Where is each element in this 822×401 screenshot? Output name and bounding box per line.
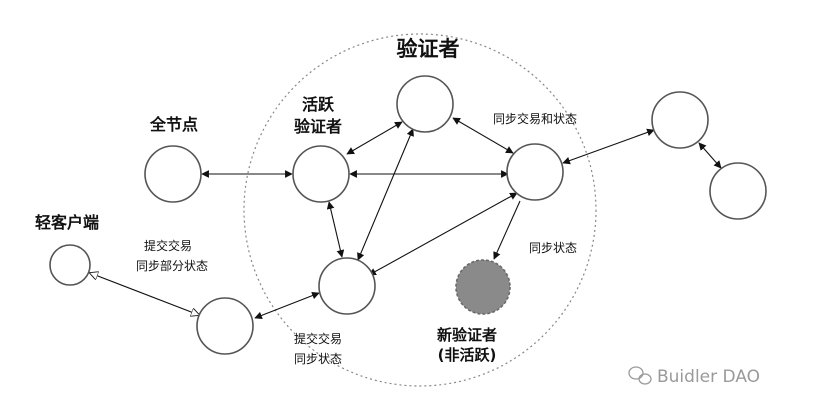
watermark: Buidler DAO (628, 366, 760, 387)
light-client-label: 轻客户端 (35, 213, 99, 232)
edge-top-right (452, 117, 514, 154)
outside-node-2-circle (709, 162, 767, 220)
validator-bottom-circle (318, 257, 376, 315)
edge-right-bottom (368, 192, 518, 276)
wechat-icon (628, 366, 652, 385)
nodes (49, 75, 767, 355)
edges (90, 117, 722, 320)
edge-outside-pair (698, 142, 722, 169)
edge-active-bottom (326, 201, 345, 258)
active-validator-label-1: 活跃 (302, 95, 335, 114)
new-validator-circle (455, 259, 511, 315)
edge-light-client (90, 273, 199, 315)
outside-node-1-circle (651, 91, 709, 149)
edge-bottom-lower-left (254, 291, 320, 320)
region-title: 验证者 (397, 37, 460, 61)
edge-label-light-submit-tx: 提交交易 (144, 238, 192, 253)
edge-top-bottom (357, 128, 414, 261)
edge-label-sync-state: 同步状态 (529, 241, 577, 255)
new-validator-label-2: (非活跃) (438, 346, 497, 364)
active-validator-circle (292, 145, 350, 203)
edge-label-light-sync-partial: 同步部分状态 (136, 258, 208, 273)
full-node-circle (144, 145, 202, 203)
validator-right-circle (506, 143, 564, 201)
edge-right-outside (562, 128, 655, 165)
edge-label-sync-tx-state: 同步交易和状态 (493, 111, 577, 126)
validator-region (243, 33, 597, 387)
watermark-text: Buidler DAO (657, 367, 760, 387)
lower-left-node-circle (196, 297, 254, 355)
light-client-circle (49, 244, 91, 286)
edge-label-bottom-submit-tx: 提交交易 (294, 331, 342, 346)
edge-label-bottom-sync-state: 同步状态 (294, 352, 342, 366)
new-validator-label-1: 新验证者 (437, 326, 497, 344)
validator-top-circle (396, 75, 454, 133)
edge-right-new-validator (493, 200, 521, 260)
full-node-label: 全节点 (149, 115, 198, 134)
active-validator-label-2: 验证者 (294, 117, 342, 136)
edge-active-top (346, 121, 403, 155)
